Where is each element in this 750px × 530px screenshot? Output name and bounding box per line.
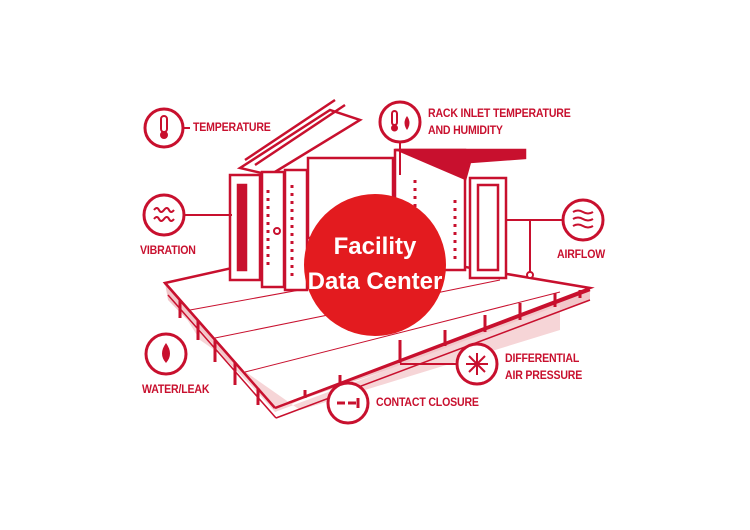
contact-switch-icon xyxy=(326,381,370,425)
thermometer-droplet-icon xyxy=(378,100,422,144)
label-rack-inlet-1: RACK INLET TEMPERATURE xyxy=(428,106,571,120)
title-line2: Data Center xyxy=(307,268,443,295)
vibration-waves-icon xyxy=(142,193,186,237)
label-temperature: TEMPERATURE xyxy=(193,120,271,134)
label-rack-inlet-2: AND HUMIDITY xyxy=(428,123,503,137)
label-vibration: VIBRATION xyxy=(140,243,196,257)
connector-lines xyxy=(184,127,563,365)
asterisk-pressure-icon xyxy=(455,342,499,386)
label-differential-1: DIFFERENTIAL xyxy=(505,351,580,365)
center-circle xyxy=(304,194,446,336)
label-water-leak: WATER/LEAK xyxy=(142,382,210,396)
label-differential-2: AIR PRESSURE xyxy=(505,368,583,382)
water-drop-icon xyxy=(144,332,188,376)
airflow-waves-icon xyxy=(561,198,605,242)
label-airflow: AIRFLOW xyxy=(557,247,606,261)
thermometer-icon xyxy=(143,107,185,149)
title-line1: Facility xyxy=(333,233,417,260)
label-contact-closure: CONTACT CLOSURE xyxy=(376,395,479,409)
